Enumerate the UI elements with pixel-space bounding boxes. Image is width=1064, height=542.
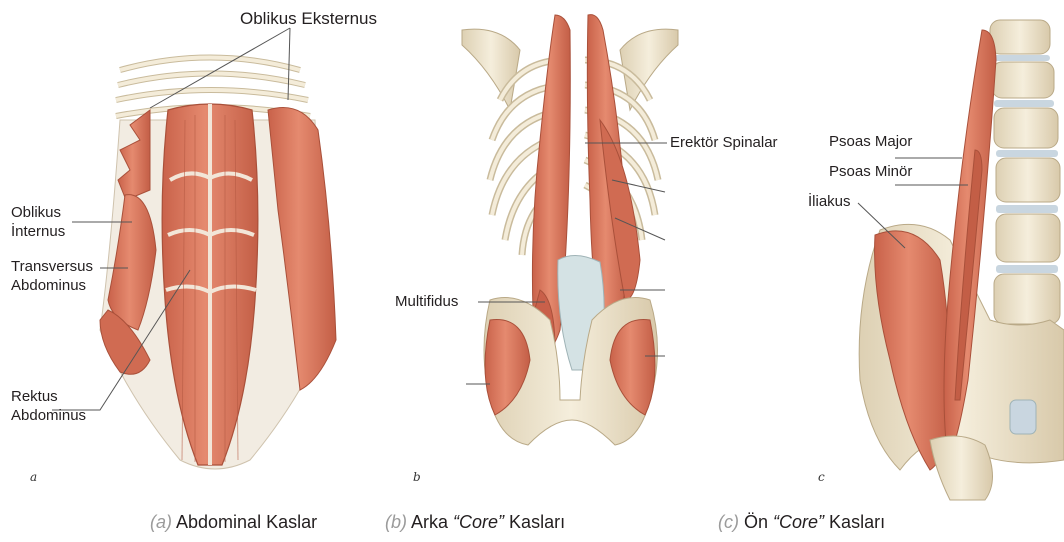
caption-a: (a) Abdominal Kaslar xyxy=(150,512,317,533)
panel-b-back-illustration xyxy=(462,15,678,445)
panel-letter-c: c xyxy=(818,470,825,484)
caption-a-letter: (a) xyxy=(150,512,172,532)
label-multifidus: Multifidus xyxy=(395,293,458,311)
panel-c-femur xyxy=(930,436,993,500)
caption-b-letter: (b) xyxy=(385,512,407,532)
panel-letter-a: a xyxy=(30,470,37,484)
panel-a-abdominal-illustration xyxy=(100,58,336,470)
caption-b-pre: Arka xyxy=(411,512,453,532)
panel-letter-b: b xyxy=(413,470,421,484)
label-oblikus-internus-line1: Oblikus xyxy=(11,204,61,222)
label-oblikus-eksternus: Oblikus Eksternus xyxy=(240,10,377,28)
label-oblikus-internus-line2: İnternus xyxy=(11,223,65,241)
caption-c: (c) Ön “Core” Kasları xyxy=(718,512,885,533)
caption-c-pre: Ön xyxy=(744,512,773,532)
label-rektus-line2: Abdominus xyxy=(11,407,86,425)
panel-c-front-illustration xyxy=(859,20,1064,500)
caption-b-quoted: “Core” xyxy=(453,512,504,532)
label-psoas-minor: Psoas Minör xyxy=(829,163,912,181)
caption-b-post: Kasları xyxy=(504,512,565,532)
caption-a-text: Abdominal Kaslar xyxy=(176,512,317,532)
label-rektus-line1: Rektus xyxy=(11,388,58,406)
label-erektor-spinalar: Erektör Spinalar xyxy=(670,134,778,152)
caption-c-quoted: “Core” xyxy=(773,512,824,532)
caption-c-letter: (c) xyxy=(718,512,739,532)
caption-c-post: Kasları xyxy=(824,512,885,532)
panel-b-scapula-left xyxy=(462,29,520,110)
label-iliakus: İliakus xyxy=(808,193,851,211)
label-transversus-line2: Abdominus xyxy=(11,277,86,295)
panel-c-vertebrae xyxy=(990,20,1060,324)
caption-b: (b) Arka “Core” Kasları xyxy=(385,512,565,533)
label-psoas-major: Psoas Major xyxy=(829,133,912,151)
label-transversus-line1: Transversus xyxy=(11,258,93,276)
